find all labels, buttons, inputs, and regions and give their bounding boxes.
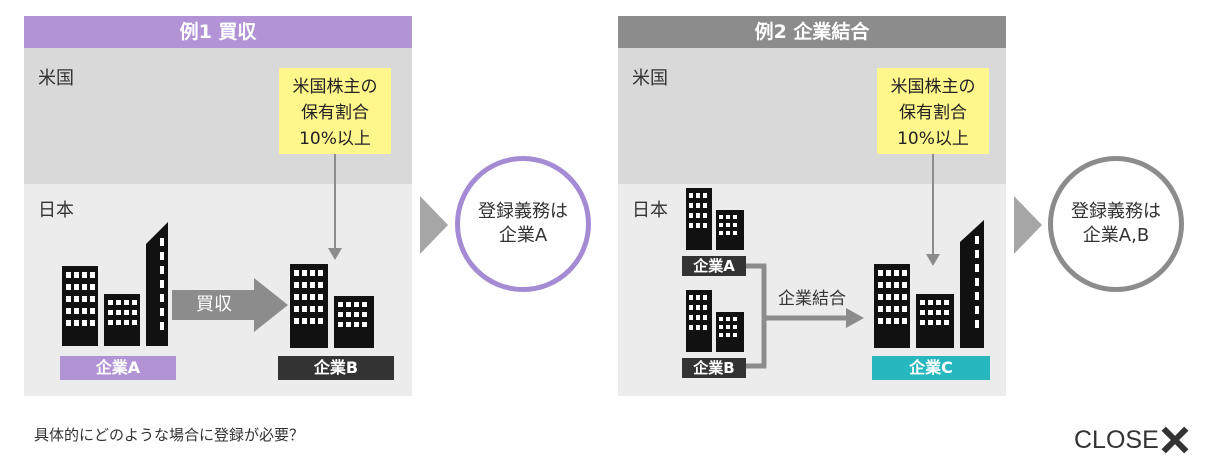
note-line: 米国株主の [292,77,378,97]
note-line: 保有割合 [899,103,967,123]
example2-down-line [932,154,934,256]
example2-panel: 例2 企業結合 米国 米国株主の 保有割合 10%以上 日本 企業A [618,16,1006,396]
result-line: 登録義務は [1071,201,1161,222]
acquisition-arrow-icon [172,278,288,332]
result-line: 企業A,B [1082,225,1150,246]
example1-down-arrowhead [328,248,342,260]
example2-header: 例2 企業結合 [618,16,1006,48]
registration-question-link[interactable]: 具体的にどのような場合に登録が必要？ [34,426,305,444]
example1-us-label: 米国 [38,68,74,89]
example1-result-arrow-icon [420,196,448,254]
note-line: 10%以上 [299,129,371,149]
example1-header: 例1 買収 [24,16,412,48]
merger-label: 企業結合 [778,289,846,309]
company-c-buildings-icon [874,220,984,348]
example2-shareholder-note: 米国株主の 保有割合 10%以上 [877,68,989,154]
note-line: 保有割合 [301,103,369,123]
result-line: 企業A [498,225,548,246]
acquisition-label: 買収 [196,294,232,315]
example1-down-line [334,154,336,250]
result-line: 登録義務は [478,201,568,222]
example2-us-zone: 米国 米国株主の 保有割合 10%以上 [618,48,1006,184]
example2-result-circle: 登録義務は 企業A,B [1048,156,1184,292]
company-a-label: 企業A [60,356,176,380]
example2-company-b-buildings-icon [686,290,744,352]
example1-panel: 例1 買収 米国 米国株主の 保有割合 10%以上 日本 [24,16,412,396]
company-c-label: 企業C [872,356,990,380]
close-button[interactable]: CLOSE [1074,424,1189,456]
company-a-buildings-icon [62,222,168,346]
close-icon [1161,426,1189,454]
example2-company-b-label: 企業B [682,358,746,378]
example2-company-a-label: 企業A [682,256,746,276]
example2-company-a-buildings-icon [686,188,744,250]
example2-down-arrowhead [926,254,940,266]
company-b-buildings-icon [290,264,374,348]
example1-jp-label: 日本 [38,200,74,221]
note-line: 米国株主の [890,77,976,97]
company-b-label: 企業B [278,356,394,380]
example1-us-zone: 米国 米国株主の 保有割合 10%以上 [24,48,412,184]
note-line: 10%以上 [897,129,969,149]
example2-jp-label: 日本 [632,200,668,221]
close-label: CLOSE [1074,425,1159,454]
example2-result-arrow-icon [1014,196,1042,254]
example2-us-label: 米国 [632,68,668,89]
example1-result-circle: 登録義務は 企業A [455,156,591,292]
example1-shareholder-note: 米国株主の 保有割合 10%以上 [279,68,391,154]
merger-arrow-icon [746,263,864,369]
